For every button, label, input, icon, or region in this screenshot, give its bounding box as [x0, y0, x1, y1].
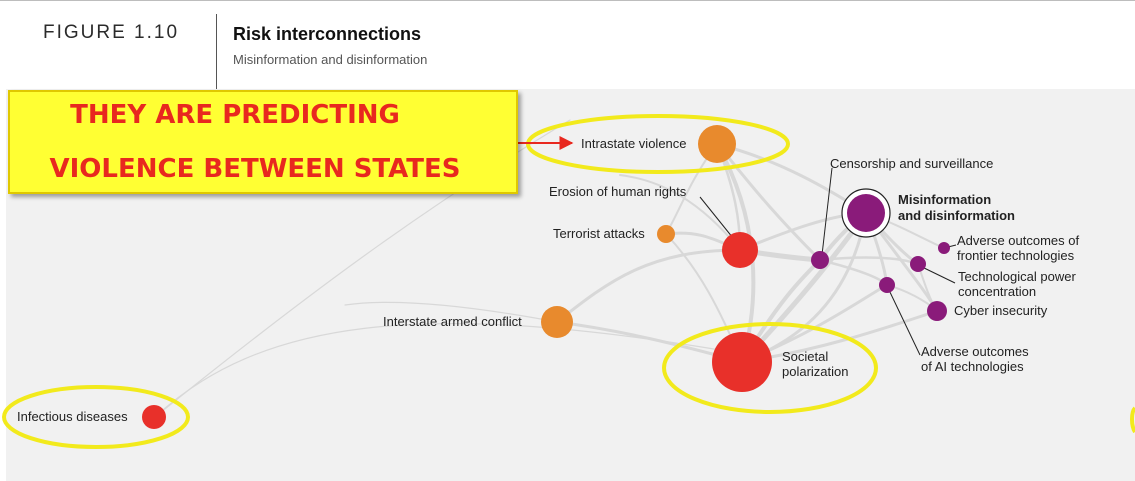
label-techpower-2: concentration	[958, 284, 1036, 299]
label-infectious-diseases: Infectious diseases	[17, 409, 128, 424]
ring-partial-right-edge	[1130, 406, 1135, 434]
edge	[555, 248, 742, 324]
label-societal-polarization-2: polarization	[782, 364, 849, 379]
annotation-callout: THEY ARE PREDICTING VIOLENCE BETWEEN STA…	[8, 90, 518, 194]
node-cyber-insecurity	[927, 301, 947, 321]
header-divider	[216, 14, 217, 90]
node-terrorist-attacks	[657, 225, 675, 243]
label-societal-polarization-1: Societal	[782, 349, 828, 364]
figure-title: Risk interconnections	[233, 24, 422, 44]
label-misinfo-1: Misinformation	[898, 192, 991, 207]
label-terrorist-attacks: Terrorist attacks	[553, 226, 645, 241]
node-censorship-surveillance	[811, 251, 829, 269]
node-ai-technologies	[879, 277, 895, 293]
leader-censorship	[821, 167, 833, 256]
leader-techpower	[919, 265, 956, 284]
node-misinformation-disinformation	[847, 194, 885, 232]
node-infectious-diseases	[142, 405, 166, 429]
edge	[154, 322, 721, 418]
node-erosion-human-rights	[722, 232, 758, 268]
figure-label: FIGURE 1.10	[43, 22, 180, 43]
label-ai-2: of AI technologies	[921, 359, 1024, 374]
ring-societal-polarization	[662, 322, 878, 414]
figure-subtitle: Misinformation and disinformation	[233, 52, 428, 67]
label-frontier-1: Adverse outcomes of	[957, 233, 1080, 248]
nodes	[142, 125, 950, 429]
node-frontier-technologies	[938, 242, 950, 254]
leader-ai	[887, 287, 921, 356]
label-interstate-armed-conflict: Interstate armed conflict	[383, 314, 522, 329]
label-censorship-surveillance: Censorship and surveillance	[830, 156, 993, 171]
highlight-rings	[2, 114, 1135, 449]
label-techpower-1: Technological power	[958, 269, 1076, 284]
label-ai-1: Adverse outcomes	[921, 344, 1029, 359]
label-misinfo-2: and disinformation	[898, 208, 1015, 223]
label-cyber-insecurity: Cyber insecurity	[954, 303, 1048, 318]
top-rule	[0, 0, 1135, 1]
node-interstate-armed-conflict	[541, 306, 573, 338]
label-frontier-2: frontier technologies	[957, 248, 1075, 263]
node-intrastate-violence	[698, 125, 736, 163]
label-intrastate-violence: Intrastate violence	[581, 136, 687, 151]
node-tech-power-concentration	[910, 256, 926, 272]
edge	[344, 301, 558, 323]
node-societal-polarization	[712, 332, 772, 392]
callout-line-1: THEY ARE PREDICTING	[70, 100, 400, 130]
edge	[818, 258, 889, 287]
node-labels: Intrastate violence Erosion of human rig…	[17, 136, 1080, 424]
ring-infectious-diseases	[2, 385, 190, 449]
edge	[619, 174, 741, 251]
label-erosion-human-rights: Erosion of human rights	[549, 184, 687, 199]
edge	[715, 142, 868, 215]
callout-line-2: VIOLENCE BETWEEN STATES	[49, 154, 461, 184]
